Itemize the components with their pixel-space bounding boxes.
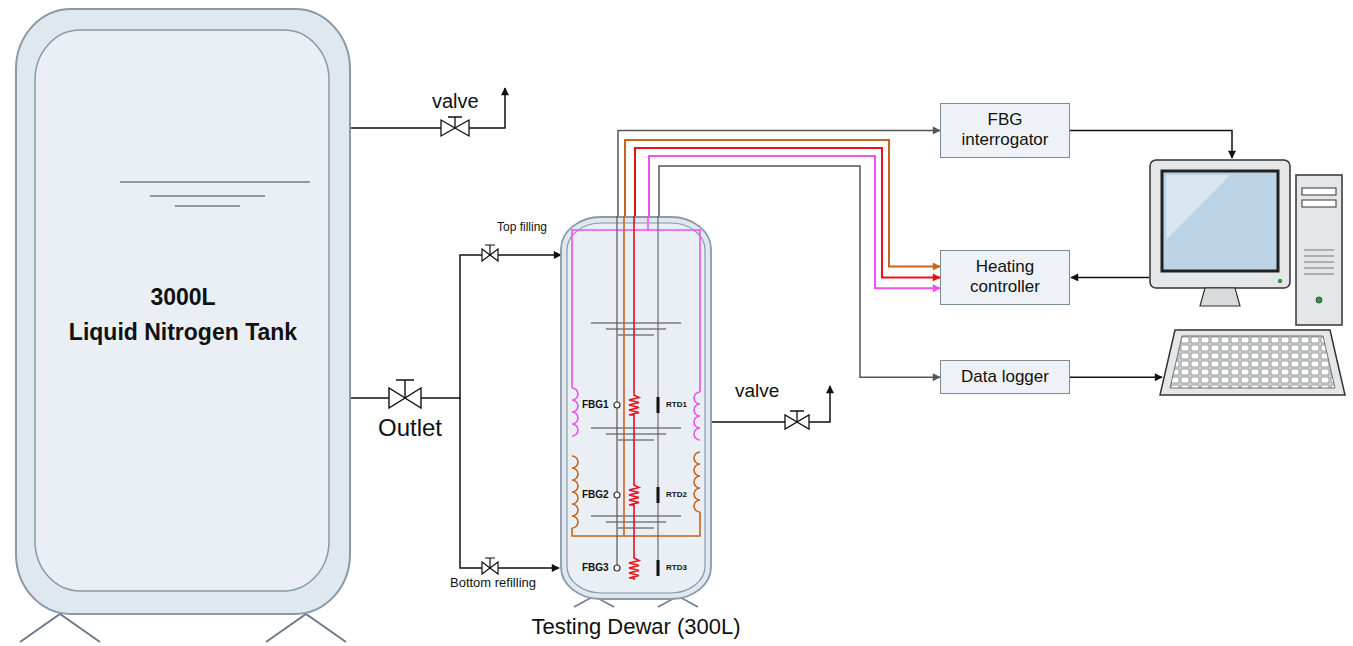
valve-label: Outlet: [378, 414, 442, 442]
valve-symbol: [389, 380, 421, 408]
tank-outline: [15, 8, 351, 620]
sensor-label: RTD2: [666, 490, 687, 499]
rtd-sensor: [657, 397, 660, 413]
tank-inner-wall: [35, 30, 329, 591]
connector: [618, 130, 940, 217]
fbg-sensor: [614, 402, 620, 408]
sensor-label: RTD3: [666, 563, 687, 572]
valve-symbol: [482, 245, 498, 574]
connector: [350, 255, 561, 398]
signal-line: [1071, 277, 1149, 279]
signal-line: [1070, 130, 1232, 158]
box-label: Data logger: [949, 367, 1061, 387]
vent-line: [350, 88, 505, 128]
box-label: Heating controller: [949, 257, 1061, 298]
line-label: Top filling: [497, 221, 547, 235]
computer-icon: [1150, 160, 1345, 395]
liquid-level: [120, 182, 310, 206]
process-box: Heating controller: [940, 250, 1070, 305]
tank-outer-wall: [16, 9, 350, 614]
optical-fiber: [616, 216, 617, 568]
tank-legs: [20, 614, 346, 642]
dewar-outline: [560, 216, 712, 608]
fill-line: [460, 398, 559, 568]
tank-vessel: 3000L Liquid Nitrogen Tank: [15, 8, 351, 620]
signal-line: [1070, 376, 1162, 378]
sensor-label: FBG3: [582, 562, 609, 574]
line-label: Bottom refilling: [450, 576, 536, 591]
heater-element: [629, 216, 639, 580]
sensor-label: RTD1: [666, 400, 687, 409]
valve-symbol: [785, 411, 809, 429]
process-box: FBG interrogator: [940, 103, 1070, 158]
process-box: Data logger: [940, 360, 1070, 394]
vessel-label: Testing Dewar (300L): [520, 614, 752, 640]
fbg-sensor: [614, 492, 620, 498]
sensor-label: FBG1: [582, 399, 609, 411]
rtd-wire: [658, 216, 659, 576]
valve-symbol: [441, 117, 469, 136]
box-label: FBG interrogator: [949, 110, 1061, 151]
dewar-vessel: Testing Dewar (300L): [520, 216, 752, 642]
dewar-outer-wall: [561, 217, 711, 599]
valve-label: valve: [735, 380, 779, 402]
sensor-label: FBG2: [582, 489, 609, 501]
fbg-sensor: [614, 565, 620, 571]
rtd-sensor: [657, 487, 660, 503]
rtd-sensor: [657, 560, 660, 576]
valve-label: valve: [432, 90, 479, 113]
vessel-label: 3000L Liquid Nitrogen Tank: [15, 280, 351, 349]
